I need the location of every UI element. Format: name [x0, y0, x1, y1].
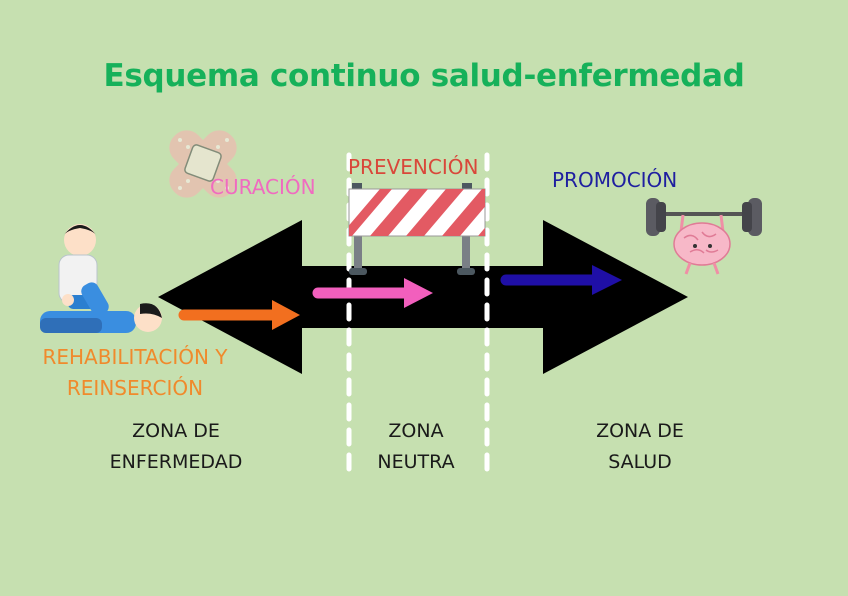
zona-neutra-line-2: NEUTRA — [377, 451, 455, 473]
curacion-arrow — [312, 278, 433, 308]
curacion-label: CURACIÓN — [210, 175, 316, 199]
zona-salud-line-2: SALUD — [608, 451, 672, 473]
zona-salud-label: ZONA DE SALUD — [580, 416, 700, 478]
zona-enfermedad-line-2: ENFERMEDAD — [109, 451, 243, 473]
zona-enfermedad-line-1: ZONA DE — [132, 420, 220, 442]
zona-enfermedad-label: ZONA DE ENFERMEDAD — [100, 416, 252, 478]
zona-neutra-label: ZONA NEUTRA — [366, 416, 466, 478]
rehabilitacion-label: REHABILITACIÓN Y REINSERCIÓN — [36, 342, 234, 404]
zona-neutra-line-1: ZONA — [388, 420, 444, 442]
bandage-icon — [169, 130, 237, 198]
brain-weightlifting-icon — [646, 198, 762, 275]
promocion-label: PROMOCIÓN — [552, 168, 678, 192]
rehabilitacion-line-1: REHABILITACIÓN Y — [42, 345, 228, 369]
prevencion-label: PREVENCIÓN — [348, 155, 479, 179]
therapist-patient-icon — [40, 224, 162, 333]
barricade-icon — [348, 183, 486, 275]
diagram-title: Esquema continuo salud-enfermedad — [103, 58, 745, 94]
zona-salud-line-1: ZONA DE — [596, 420, 684, 442]
promocion-arrow — [500, 265, 622, 295]
rehabilitacion-line-2: REINSERCIÓN — [66, 376, 204, 400]
rehab-arrow — [178, 300, 300, 330]
